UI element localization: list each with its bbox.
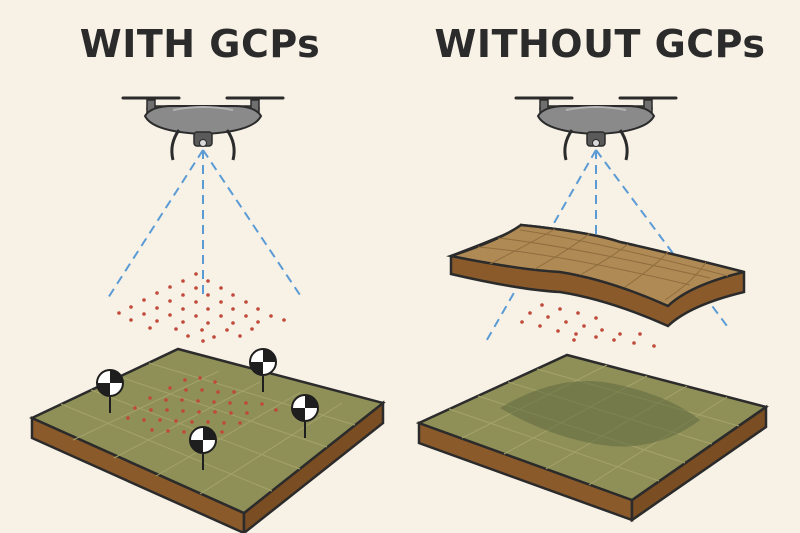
ground-terrain-right — [415, 353, 769, 523]
camera-cone-left — [107, 149, 303, 299]
point-cloud-on-ground-left — [126, 376, 278, 434]
left-panel — [29, 96, 386, 533]
point-cloud-right — [520, 303, 656, 348]
panel-title-without-gcps: WITHOUT GCPs — [434, 22, 766, 66]
panel-title-with-gcps: WITH GCPs — [79, 22, 321, 66]
point-cloud-left — [117, 272, 286, 343]
floating-distorted-model — [446, 223, 746, 328]
right-panel — [415, 96, 769, 523]
